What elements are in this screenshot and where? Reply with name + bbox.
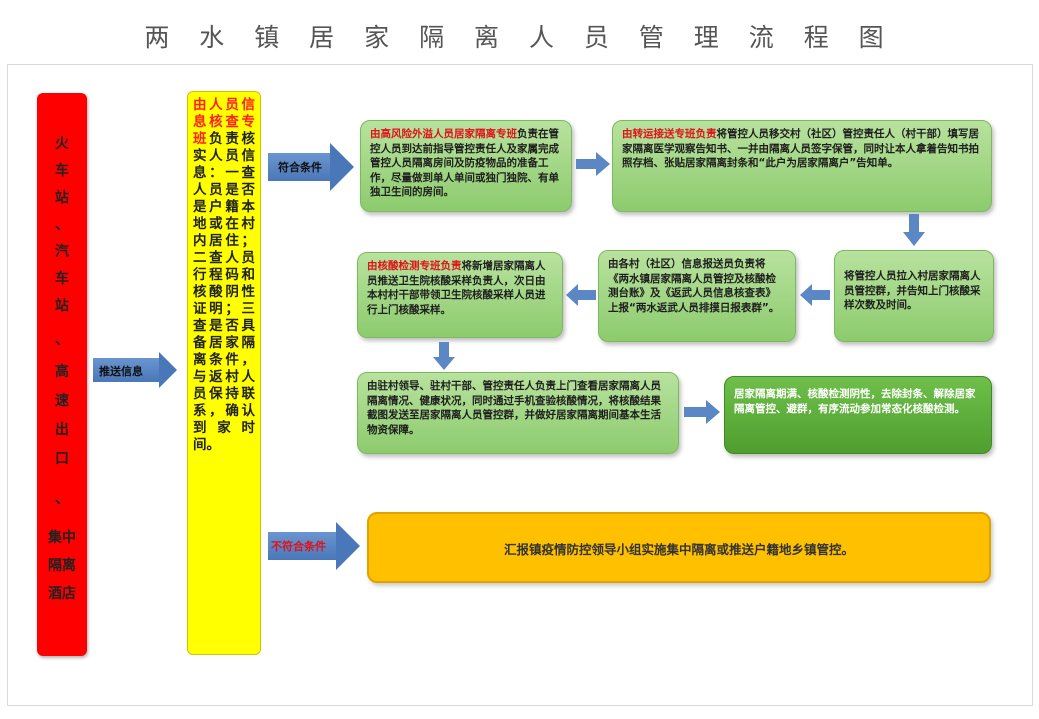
arrow-down-icon	[433, 342, 455, 370]
step-text: 汇报镇疫情防控领导小组实施集中隔离或推送户籍地乡镇管控。	[503, 542, 854, 557]
arrow-left-icon	[800, 284, 830, 306]
meets-conditions-arrow: 符合条件	[268, 143, 354, 191]
source-char: 速	[55, 393, 69, 409]
meets-conditions-label: 符合条件	[278, 161, 322, 174]
arrow-left-icon	[566, 284, 596, 306]
source-char: 口	[55, 451, 69, 467]
step-team-name: 由转运接送专班负责	[622, 128, 717, 140]
arrow-right-icon	[684, 400, 720, 424]
step-transfer-handover: 由转运接送专班负责将管控人员移交村（社区）管控责任人（村干部）填写居家隔离医学观…	[612, 120, 992, 212]
verification-team-heading: 由人员信息核查专班	[193, 97, 255, 147]
source-char: 站	[55, 298, 69, 314]
source-char: 高	[55, 364, 69, 380]
diagram-title: 两 水 镇 居 家 隔 离 人 员 管 理 流 程 图	[144, 23, 895, 52]
source-char: 车	[55, 271, 69, 287]
step-text: 将管控人员移交村（社区）管控责任人（村干部）填写居家隔离医学观察告知书、一并由隔…	[622, 128, 979, 169]
step-team-name: 由核酸检测专班负责	[367, 260, 462, 272]
arrow-right-icon	[576, 152, 610, 176]
step-add-to-group: 将管控人员拉入村居家隔离人员管控群，并告知上门核酸采样次数及时间。	[834, 250, 994, 342]
send-info-arrow: 推送信息	[93, 352, 177, 388]
source-char: 、	[55, 491, 69, 507]
step-text: 居家隔离期满、核酸检测阴性，去除封条、解除居家隔离管控、避群，有序流动参加常态化…	[734, 388, 976, 415]
verification-team-box: 由人员信息核查专班负责核实人员信息：一查人员是否是户籍本地或在村内居住；二查人员…	[187, 91, 261, 655]
source-char: 出	[55, 422, 69, 438]
source-char: 车	[55, 163, 69, 179]
source-char: 酒店	[48, 586, 76, 602]
step-release-isolation: 居家隔离期满、核酸检测阴性，去除封条、解除居家隔离管控、避群，有序流动参加常态化…	[724, 376, 992, 454]
step-text: 由驻村领导、驻村干部、管控责任人负责上门查看居家隔离人员隔离情况、健康状况，同时…	[367, 380, 661, 436]
source-char: 隔离	[48, 558, 76, 574]
source-char: 、	[55, 332, 69, 348]
arrow-down-icon	[903, 214, 925, 246]
source-char: 汽	[55, 244, 69, 260]
source-char: 火	[55, 136, 69, 152]
send-info-label: 推送信息	[99, 365, 143, 378]
source-locations-column: 火 车 站 、 汽 车 站 、 高 速 出 口 、 集中 隔离 酒店	[37, 93, 87, 656]
source-char: 集中	[48, 530, 76, 546]
step-text: 将管控人员拉入村居家隔离人员管控群，并告知上门核酸采样次数及时间。	[844, 270, 981, 311]
not-meets-conditions-arrow: 不符合条件	[268, 522, 360, 570]
step-report-centralized-isolation: 汇报镇疫情防控领导小组实施集中隔离或推送户籍地乡镇管控。	[367, 512, 991, 583]
step-text: 负责在管控人员到达前指导管控责任人及家属完成管控人员隔离房间及防疫物品的准备工作…	[370, 128, 559, 198]
step-nucleic-acid-testing: 由核酸检测专班负责将新增居家隔离人员推送卫生院核酸采样负责人，次日由本村村干部带…	[357, 252, 563, 338]
step-home-isolation-prep: 由高风险外溢人员居家隔离专班负责在管控人员到达前指导管控责任人及家属完成管控人员…	[360, 120, 572, 212]
step-team-name: 由高风险外溢人员居家隔离专班	[370, 128, 517, 140]
step-text: 将新增居家隔离人员推送卫生院核酸采样负责人，次日由本村村干部带领卫生院核酸采样人…	[367, 260, 546, 316]
verification-team-body: 负责核实人员信息：一查人员是否是户籍本地或在村内居住；二查人员行程码和核酸阴性证…	[193, 131, 256, 453]
step-onsite-check: 由驻村领导、驻村干部、管控责任人负责上门查看居家隔离人员隔离情况、健康状况，同时…	[357, 372, 679, 454]
source-char: 站	[55, 190, 69, 206]
source-char: 、	[55, 217, 69, 233]
step-info-report: 由各村（社区）信息报送员负责将《两水镇居家隔离人员管控及核酸检测台账》及《返武人…	[598, 250, 796, 342]
step-text: 由各村（社区）信息报送员负责将《两水镇居家隔离人员管控及核酸检测台账》及《返武人…	[608, 258, 780, 314]
diagram-frame	[7, 64, 1033, 706]
not-meets-conditions-label: 不符合条件	[271, 540, 326, 553]
